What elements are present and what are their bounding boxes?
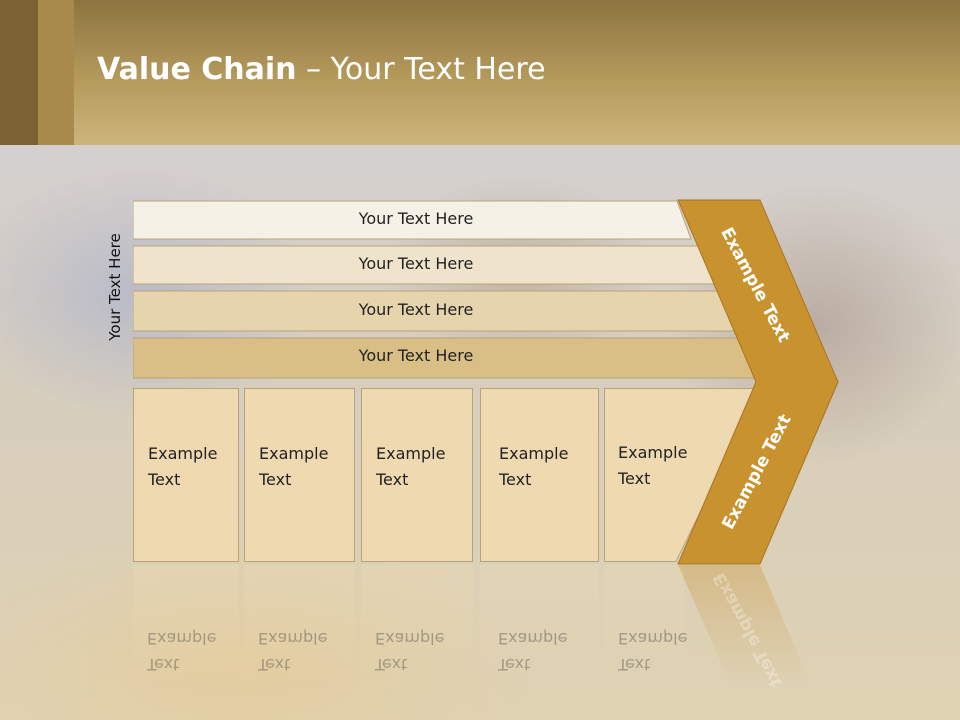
reflection-box-3-text: Text Example <box>375 625 465 677</box>
reflection-1-line2: Text <box>147 655 180 674</box>
reflection-box-4-text: Text Example <box>498 625 588 677</box>
bar-4-label: Your Text Here <box>358 346 474 365</box>
reflection-3-line1: Example <box>375 629 445 648</box>
bar-3-label: Your Text Here <box>358 300 474 319</box>
box-2-line2: Text <box>259 470 292 489</box>
bar-2: Your Text Here <box>133 245 718 285</box>
page-title: Value Chain – Your Text Here <box>97 52 546 87</box>
side-label: Your Text Here <box>106 233 124 341</box>
box-1-line1: Example <box>148 444 218 463</box>
reflection-4-line1: Example <box>498 629 568 648</box>
box-5-shape <box>604 388 762 562</box>
bar-1-label: Your Text Here <box>358 209 474 228</box>
chevron-arrow <box>677 199 839 565</box>
reflection-4-line2: Text <box>498 655 531 674</box>
reflection-box-1-text: Text Example <box>147 625 237 677</box>
reflection-box-3: Text Example <box>361 565 473 685</box>
title-rest: – Your Text Here <box>296 52 546 87</box>
bar-2-label: Your Text Here <box>358 254 474 273</box>
box-3-line1: Example <box>376 444 446 463</box>
box-3-line2: Text <box>376 470 409 489</box>
header-band: Value Chain – Your Text Here <box>0 0 960 145</box>
bar-3: Your Text Here <box>133 290 741 332</box>
chevron-reflection <box>678 565 810 683</box>
reflection-2-line2: Text <box>258 655 291 674</box>
box-2-line1: Example <box>259 444 329 463</box>
title-bold: Value Chain <box>97 52 297 87</box>
box-1-line2: Text <box>148 470 181 489</box>
box-4-line1: Example <box>499 444 569 463</box>
box-5-line1: Example <box>618 443 688 462</box>
box-5-line2: Text <box>618 469 651 488</box>
reflection-2-line1: Example <box>258 629 328 648</box>
header-accent-strip-2 <box>38 0 74 145</box>
bar-4: Your Text Here <box>133 337 765 379</box>
header-accent-strip <box>0 0 38 145</box>
bar-1: Your Text Here <box>133 200 693 240</box>
reflection-box-2: Text Example <box>244 565 355 685</box>
reflection-box-4: Text Example <box>480 565 599 685</box>
box-4-line2: Text <box>499 470 532 489</box>
reflection-box-2-text: Text Example <box>258 625 348 677</box>
reflection-3-line2: Text <box>375 655 408 674</box>
reflection-box-1: Text Example <box>133 565 239 685</box>
reflection-1-line1: Example <box>147 629 217 648</box>
